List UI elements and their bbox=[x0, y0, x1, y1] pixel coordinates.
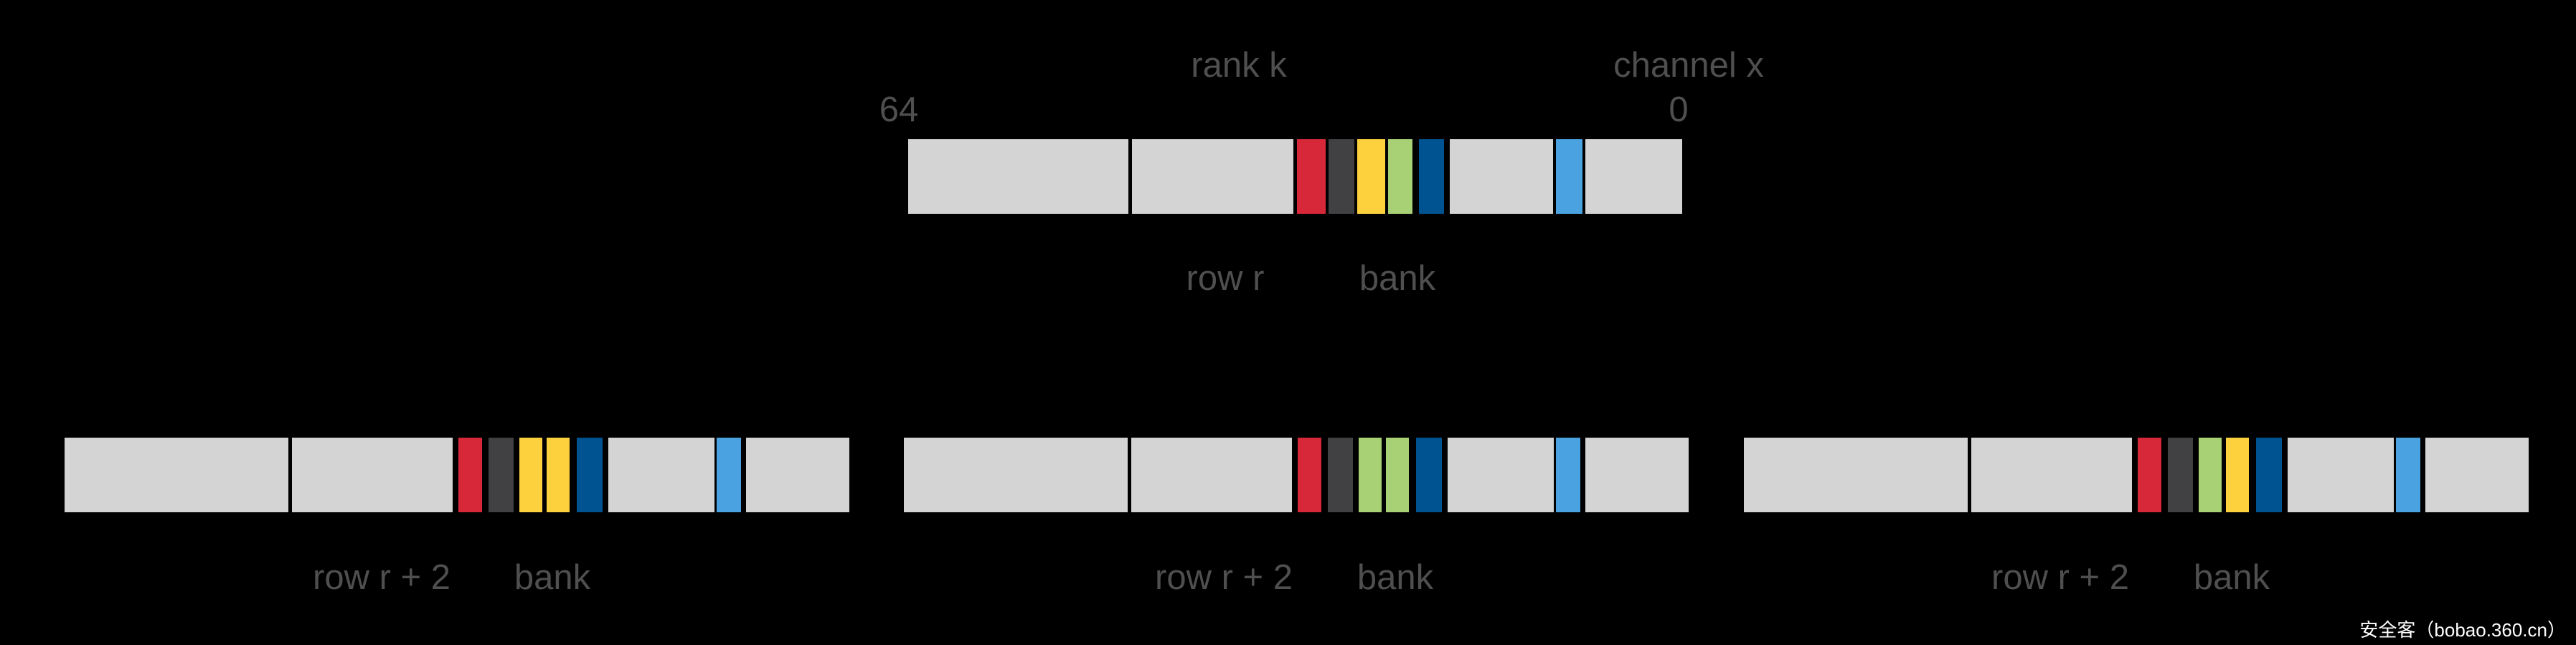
gray-bit-field-segment bbox=[1450, 139, 1553, 214]
bit-index-0-label: 0 bbox=[1669, 90, 1689, 129]
blue-bit-field-segment bbox=[1416, 438, 1442, 512]
green-bit-field-segment bbox=[1388, 139, 1412, 214]
row-label: row r bbox=[1186, 259, 1265, 298]
gray-bit-field-segment bbox=[608, 438, 714, 512]
gray-bit-field-segment bbox=[1132, 139, 1293, 214]
green-bit-field-segment bbox=[2199, 438, 2222, 512]
bit-index-64-label: 64 bbox=[879, 90, 919, 129]
address-bits-bar-bottom-middle bbox=[904, 438, 1689, 512]
red-bit-field-segment bbox=[1297, 139, 1326, 214]
gray-bit-field-segment bbox=[904, 438, 1128, 512]
gray-bit-field-segment bbox=[1971, 438, 2132, 512]
gray-bit-field-segment bbox=[1448, 438, 1554, 512]
channel-label: channel x bbox=[1613, 46, 1764, 85]
row-label: row r + 2 bbox=[1991, 558, 2129, 597]
lightblue-bit-field-segment bbox=[2396, 438, 2420, 512]
gray-bit-field-segment bbox=[1585, 139, 1682, 214]
red-bit-field-segment bbox=[458, 438, 482, 512]
red-bit-field-segment bbox=[1298, 438, 1321, 512]
gray-bit-field-segment bbox=[746, 438, 849, 512]
blue-bit-field-segment bbox=[577, 438, 603, 512]
gray-bit-field-segment bbox=[1744, 438, 1968, 512]
row-label: row r + 2 bbox=[1155, 558, 1293, 597]
dark-bit-field-segment bbox=[1329, 139, 1354, 214]
address-bits-bar-bottom-right bbox=[1744, 438, 2529, 512]
bank-label: bank bbox=[2193, 558, 2270, 597]
gray-bit-field-segment bbox=[2425, 438, 2529, 512]
red-bit-field-segment bbox=[2138, 438, 2161, 512]
lightblue-bit-field-segment bbox=[1556, 139, 1582, 214]
gray-bit-field-segment bbox=[65, 438, 288, 512]
yellow-bit-field-segment bbox=[547, 438, 570, 512]
green-bit-field-segment bbox=[1386, 438, 1409, 512]
address-bits-bar-top bbox=[908, 139, 1682, 214]
dark-bit-field-segment bbox=[489, 438, 514, 512]
gray-bit-field-segment bbox=[292, 438, 453, 512]
rank-label: rank k bbox=[1191, 46, 1287, 85]
blue-bit-field-segment bbox=[1419, 139, 1444, 214]
lightblue-bit-field-segment bbox=[717, 438, 741, 512]
address-bits-bar-bottom-left bbox=[65, 438, 849, 512]
yellow-bit-field-segment bbox=[519, 438, 542, 512]
gray-bit-field-segment bbox=[908, 139, 1128, 214]
gray-bit-field-segment bbox=[2288, 438, 2394, 512]
gray-bit-field-segment bbox=[1131, 438, 1292, 512]
bank-label: bank bbox=[1357, 558, 1434, 597]
watermark: 安全客（bobao.360.cn） bbox=[2359, 619, 2566, 641]
dark-bit-field-segment bbox=[1328, 438, 1353, 512]
dark-bit-field-segment bbox=[2168, 438, 2193, 512]
green-bit-field-segment bbox=[1359, 438, 1382, 512]
bank-label: bank bbox=[1359, 259, 1436, 298]
bank-label: bank bbox=[514, 558, 591, 597]
yellow-bit-field-segment bbox=[2226, 438, 2249, 512]
yellow-bit-field-segment bbox=[1357, 139, 1385, 214]
lightblue-bit-field-segment bbox=[1556, 438, 1580, 512]
row-label: row r + 2 bbox=[313, 558, 450, 597]
blue-bit-field-segment bbox=[2256, 438, 2282, 512]
gray-bit-field-segment bbox=[1585, 438, 1689, 512]
